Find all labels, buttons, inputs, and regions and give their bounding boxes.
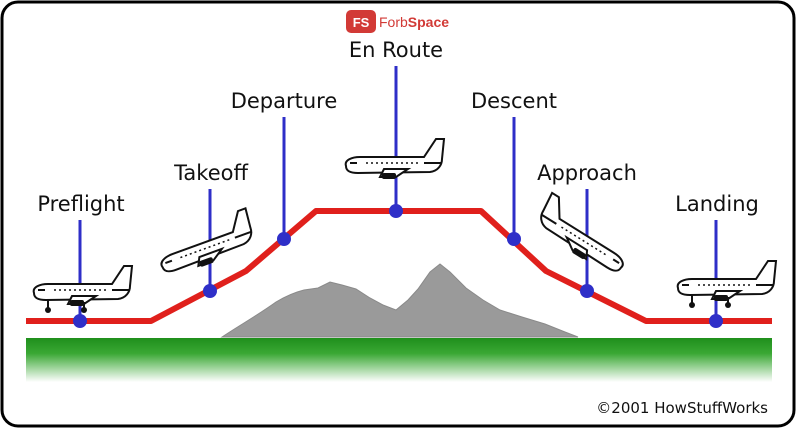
marker-landing bbox=[709, 314, 723, 328]
marker-preflight bbox=[73, 314, 87, 328]
logo-mark bbox=[346, 10, 376, 33]
marker-descent bbox=[507, 232, 521, 246]
logo-wordmark: ForbSpace bbox=[379, 14, 449, 30]
label-takeoff: Takeoff bbox=[173, 161, 248, 185]
marker-approach bbox=[580, 284, 594, 298]
mountain-range bbox=[220, 263, 579, 338]
label-descent: Descent bbox=[471, 89, 557, 113]
label-preflight: Preflight bbox=[37, 192, 124, 216]
ground bbox=[26, 338, 772, 382]
forbspace-logo: FS ForbSpace bbox=[346, 10, 449, 33]
label-departure: Departure bbox=[231, 89, 338, 113]
marker-departure bbox=[277, 232, 291, 246]
logo-mark-text: FS bbox=[353, 15, 370, 30]
label-approach: Approach bbox=[537, 161, 637, 185]
marker-takeoff bbox=[203, 284, 217, 298]
label-en-route: En Route bbox=[349, 38, 443, 62]
marker-en-route bbox=[389, 204, 403, 218]
phase-markers bbox=[73, 204, 723, 328]
copyright-credit: ©2001 HowStuffWorks bbox=[596, 399, 768, 417]
label-landing: Landing bbox=[675, 192, 759, 216]
